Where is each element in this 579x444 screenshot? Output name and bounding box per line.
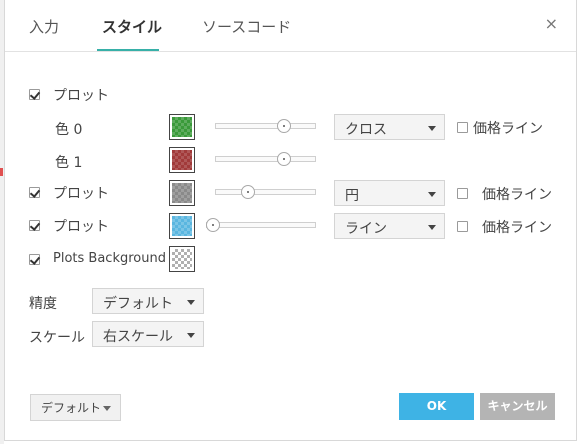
plot-0-price-line-checkbox[interactable] bbox=[457, 122, 468, 133]
plot-2-style-value: ライン bbox=[345, 221, 387, 237]
chevron-down-icon bbox=[428, 126, 436, 131]
precision-label: 精度 bbox=[29, 296, 57, 312]
plot-2-checkbox[interactable] bbox=[29, 220, 40, 231]
plot-1-style-value: 円 bbox=[345, 188, 359, 204]
chevron-down-icon bbox=[187, 333, 195, 338]
style-dialog: 入力 スタイル ソースコード × プロット 色 0 クロス 価格ライン 色 1 … bbox=[4, 0, 577, 441]
plot-1-style-select[interactable]: 円 bbox=[334, 180, 445, 206]
ok-button[interactable]: OK bbox=[399, 393, 474, 420]
slider-handle[interactable] bbox=[277, 152, 291, 166]
scale-value: 右スケール bbox=[103, 329, 173, 345]
plot-1-price-line-label: 価格ライン bbox=[482, 187, 552, 203]
plot-2-fill bbox=[172, 216, 192, 236]
tab-inputs[interactable]: 入力 bbox=[29, 18, 60, 36]
plot-0-style-select[interactable]: クロス bbox=[334, 114, 445, 140]
color-0-label: 色 0 bbox=[55, 122, 83, 138]
plot-1-fill bbox=[172, 183, 192, 203]
chevron-down-icon bbox=[428, 225, 436, 230]
cancel-button[interactable]: キャンセル bbox=[480, 393, 555, 420]
slider-handle[interactable] bbox=[206, 218, 220, 232]
precision-value: デフォルト bbox=[103, 296, 173, 312]
plot-0-label: プロット bbox=[53, 88, 109, 104]
plot-1-opacity-slider[interactable] bbox=[215, 185, 316, 199]
plot-2-label: プロット bbox=[53, 219, 109, 235]
plot-1-price-line-checkbox[interactable] bbox=[457, 188, 468, 199]
defaults-dropdown-button[interactable]: デフォルト bbox=[30, 394, 121, 421]
chevron-down-icon bbox=[187, 300, 195, 305]
plot-1-checkbox[interactable] bbox=[29, 187, 40, 198]
slider-handle[interactable] bbox=[241, 185, 255, 199]
color-1-label: 色 1 bbox=[55, 155, 83, 171]
scale-label: スケール bbox=[29, 330, 85, 346]
background-window-edge bbox=[0, 0, 4, 444]
plot-1-label: プロット bbox=[53, 186, 109, 202]
plot-1-color-swatch[interactable] bbox=[169, 180, 195, 206]
active-tab-indicator bbox=[97, 49, 159, 51]
color-0-opacity-slider[interactable] bbox=[215, 119, 316, 133]
defaults-button-label: デフォルト bbox=[41, 401, 102, 415]
tab-bar: 入力 スタイル ソースコード × bbox=[5, 0, 576, 52]
slider-track bbox=[215, 156, 316, 162]
slider-track bbox=[206, 222, 316, 228]
plot-0-style-value: クロス bbox=[345, 122, 387, 138]
color-1-swatch[interactable] bbox=[169, 147, 195, 173]
plots-background-fill bbox=[172, 249, 192, 269]
color-0-swatch[interactable] bbox=[169, 114, 195, 140]
color-1-fill bbox=[172, 150, 192, 170]
plots-background-label: Plots Background bbox=[53, 251, 166, 266]
plot-2-opacity-slider[interactable] bbox=[206, 218, 316, 232]
close-icon[interactable]: × bbox=[544, 14, 558, 33]
plot-2-price-line-checkbox[interactable] bbox=[457, 221, 468, 232]
tab-source-code[interactable]: ソースコード bbox=[202, 18, 292, 36]
color-0-fill bbox=[172, 117, 192, 137]
plots-background-checkbox[interactable] bbox=[29, 254, 40, 265]
slider-track bbox=[215, 123, 316, 129]
scale-select[interactable]: 右スケール bbox=[92, 321, 204, 347]
slider-track bbox=[215, 189, 316, 195]
chevron-down-icon bbox=[103, 406, 111, 411]
background-marker bbox=[0, 168, 3, 176]
plot-0-price-line-label: 価格ライン bbox=[473, 121, 543, 137]
color-1-opacity-slider[interactable] bbox=[215, 152, 316, 166]
plots-background-swatch[interactable] bbox=[169, 246, 195, 272]
slider-handle[interactable] bbox=[277, 119, 291, 133]
plot-2-style-select[interactable]: ライン bbox=[334, 213, 445, 239]
precision-select[interactable]: デフォルト bbox=[92, 288, 204, 314]
plot-2-color-swatch[interactable] bbox=[169, 213, 195, 239]
plot-2-price-line-label: 価格ライン bbox=[482, 220, 552, 236]
chevron-down-icon bbox=[428, 192, 436, 197]
tab-style[interactable]: スタイル bbox=[102, 18, 163, 36]
plot-0-checkbox[interactable] bbox=[29, 89, 40, 100]
